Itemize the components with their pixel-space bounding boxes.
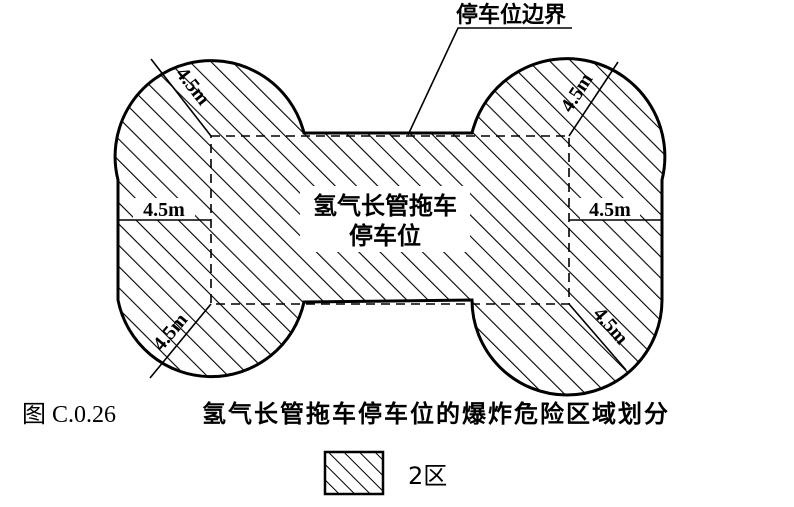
dim-line-top-left: [150, 58, 212, 137]
dim-mid-right-bg: [580, 198, 640, 220]
boundary-leader-line: [407, 27, 572, 136]
dim-mid-left-bg: [133, 198, 195, 220]
center-label-line1: 氢气长管拖车: [313, 192, 457, 220]
center-label-line2: 停车位: [349, 222, 421, 250]
dim-label-mid-right: 4.5m: [589, 199, 631, 221]
center-label-bg: [300, 186, 470, 252]
legend-label-zone-2: 2区: [408, 462, 447, 490]
figure-number: 图 C.0.26: [22, 402, 116, 428]
boundary-label: 停车位边界: [456, 2, 566, 28]
dim-line-bottom-right: [568, 303, 627, 371]
dim-line-bottom-left: [149, 303, 212, 379]
dim-line-top-right: [568, 61, 619, 137]
legend-swatch-zone-2: [323, 450, 385, 496]
dim-label-mid-left: 4.5m: [143, 199, 185, 221]
figure-title: 氢气长管拖车停车位的爆炸危险区域划分: [202, 400, 670, 428]
